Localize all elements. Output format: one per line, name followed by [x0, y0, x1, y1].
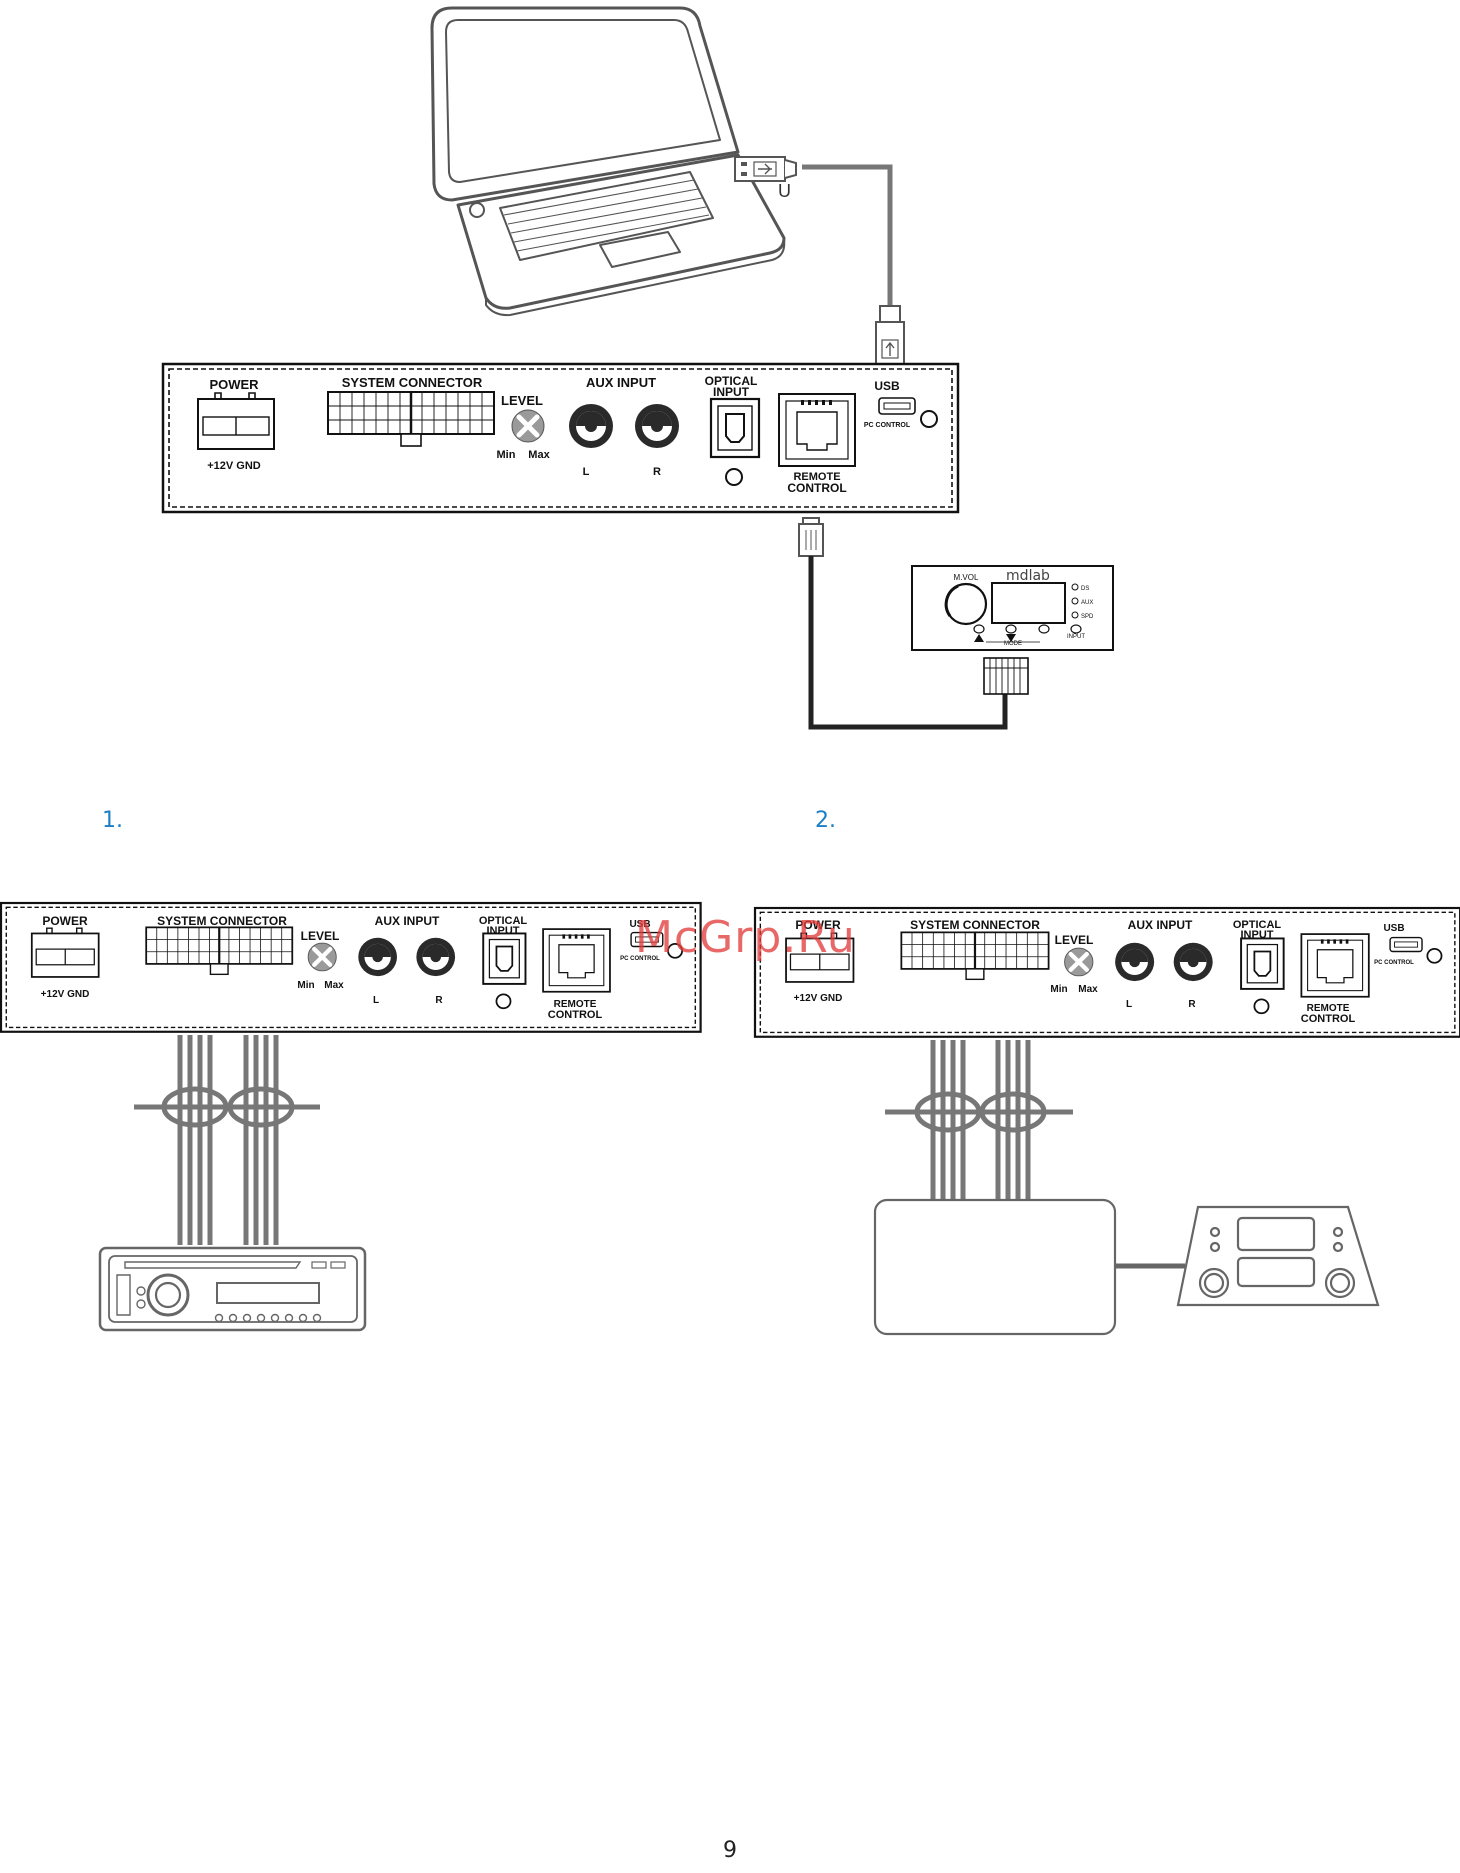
- panel-left-labels: POWER +12V GND SYSTEM CONNECTOR LEVEL Mi…: [41, 914, 660, 1021]
- indicator-spd: SPD: [1081, 614, 1094, 620]
- usb-plug-label: U: [778, 181, 791, 201]
- step-one-label: 1.: [102, 808, 123, 833]
- remote-label-1: REMOTE: [1307, 1003, 1350, 1014]
- remote-label-2: CONTROL: [548, 1009, 603, 1021]
- aux-left-label: L: [1126, 999, 1132, 1010]
- factory-head-unit: [1176, 1205, 1380, 1307]
- aux-input-label: AUX INPUT: [586, 375, 656, 390]
- optical-label-1: OPTICAL: [479, 915, 528, 927]
- usb-cable: [802, 164, 893, 310]
- min-label: Min: [297, 980, 314, 991]
- rj-plug-icon: [798, 517, 824, 557]
- min-label: Min: [497, 449, 516, 461]
- power-label: POWER: [42, 914, 88, 928]
- pc-control-label: PC CONTROL: [864, 422, 911, 429]
- power-sub-label: +12V GND: [41, 989, 90, 1000]
- optical-label-2: INPUT: [1241, 929, 1274, 941]
- max-label: Max: [528, 449, 550, 461]
- min-label: Min: [1050, 984, 1067, 995]
- aux-right-label: R: [1188, 999, 1196, 1010]
- head-unit-radio: [98, 1246, 367, 1332]
- usb-label: USB: [874, 379, 900, 393]
- usb-label: USB: [1383, 923, 1404, 934]
- remote-label-1: REMOTE: [793, 471, 840, 483]
- power-sub-label: +12V GND: [794, 993, 843, 1004]
- system-connector-label: SYSTEM CONNECTOR: [342, 375, 483, 390]
- aux-input-label: AUX INPUT: [375, 914, 440, 928]
- pc-control-label: PC CONTROL: [1374, 960, 1414, 966]
- level-label: LEVEL: [301, 929, 340, 943]
- power-label: POWER: [209, 377, 259, 392]
- indicator-ds: DS: [1081, 586, 1089, 592]
- adapter-box: [873, 1198, 1117, 1336]
- power-label: POWER: [795, 918, 841, 932]
- remote-knob-label: M.VOL: [954, 573, 979, 582]
- remote-mode-label: MODE: [1004, 641, 1022, 647]
- wire-harness-right: [885, 1040, 1073, 1200]
- laptop-illustration: [430, 6, 786, 317]
- step-two-label: 2.: [815, 808, 836, 833]
- remote-brand: mdlab: [1006, 568, 1050, 584]
- remote-label-2: CONTROL: [787, 481, 846, 495]
- optical-label-1: OPTICAL: [705, 374, 758, 388]
- aux-right-label: R: [653, 466, 661, 478]
- remote-label-2: CONTROL: [1301, 1013, 1356, 1025]
- level-label: LEVEL: [1055, 933, 1094, 947]
- watermark: McGrp.Ru: [635, 912, 856, 963]
- max-label: Max: [1078, 984, 1098, 995]
- remote-input-label: INPUT: [1067, 634, 1085, 640]
- optical-label-1: OPTICAL: [1233, 919, 1282, 931]
- indicator-aux: AUX: [1081, 600, 1093, 606]
- aux-input-label: AUX INPUT: [1128, 918, 1193, 932]
- usb-plug-icon: [734, 156, 797, 182]
- pc-control-label: PC CONTROL: [620, 956, 660, 962]
- aux-left-label: L: [373, 995, 379, 1006]
- system-connector-label: SYSTEM CONNECTOR: [157, 914, 287, 928]
- wire-harness-left: [134, 1035, 320, 1245]
- level-label: LEVEL: [501, 393, 543, 408]
- usb-label: USB: [629, 919, 650, 930]
- optical-label-2: INPUT: [487, 925, 520, 937]
- remote-label-1: REMOTE: [554, 999, 597, 1010]
- optical-label-2: INPUT: [713, 385, 750, 399]
- panel-right-labels: POWER +12V GND SYSTEM CONNECTOR LEVEL Mi…: [794, 918, 1414, 1025]
- panel-top-labels: POWER +12V GND SYSTEM CONNECTOR LEVEL Mi…: [207, 374, 911, 495]
- max-label: Max: [324, 980, 344, 991]
- system-connector-label: SYSTEM CONNECTOR: [910, 918, 1040, 932]
- page-number: 9: [723, 1838, 737, 1863]
- remote-cable: [808, 556, 1008, 730]
- aux-right-label: R: [435, 995, 443, 1006]
- remote-controller: M.VOL mdlab DS AUX SPD MODE INPUT: [911, 565, 1114, 695]
- power-sub-label: +12V GND: [207, 460, 261, 472]
- aux-left-label: L: [583, 466, 590, 478]
